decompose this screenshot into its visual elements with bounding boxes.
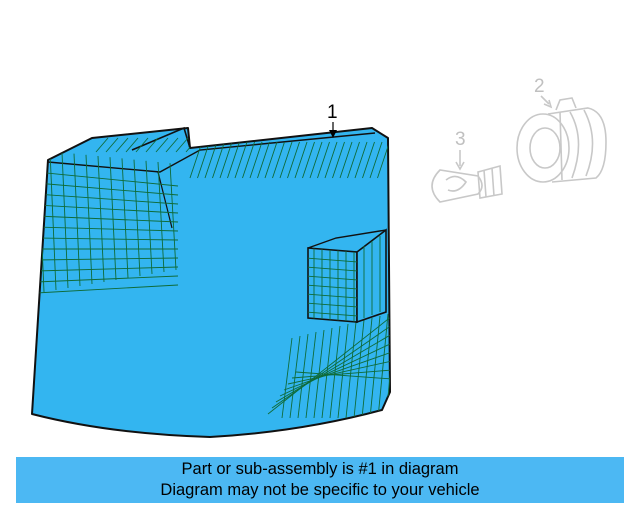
caption-line-disclaimer: Diagram may not be specific to your vehi… <box>160 481 480 499</box>
grid-pattern-lower-right <box>267 311 390 419</box>
bulb-glass <box>431 169 483 203</box>
side-reflector <box>307 228 387 324</box>
grid-pattern-top-strip <box>95 137 390 179</box>
callout-number-3: 3 <box>455 129 466 150</box>
bulb-part-3: 3 <box>431 129 503 203</box>
lamp-lens-part-1[interactable] <box>31 126 396 438</box>
lens-fold-line <box>157 171 173 229</box>
lens-top-flange <box>131 126 191 151</box>
socket-inner-ring <box>529 127 561 169</box>
lens-top-ridge <box>47 132 376 173</box>
socket-body <box>547 107 607 183</box>
callout-number-2: 2 <box>534 76 545 97</box>
diagram-caption-banner: Part or sub-assembly is #1 in diagram Di… <box>16 457 624 503</box>
bulb-filament <box>445 175 468 192</box>
socket-part-2: 2 <box>516 76 607 183</box>
leader-arrow-1 <box>329 130 337 138</box>
callout-number-1: 1 <box>327 102 338 123</box>
grid-pattern-upper-left <box>35 149 179 294</box>
parts-diagram: 1 3 2 <box>31 76 607 438</box>
caption-line-part-number: Part or sub-assembly is #1 in diagram <box>181 460 459 478</box>
lens-body <box>31 127 391 438</box>
socket-front-ring <box>516 113 570 183</box>
